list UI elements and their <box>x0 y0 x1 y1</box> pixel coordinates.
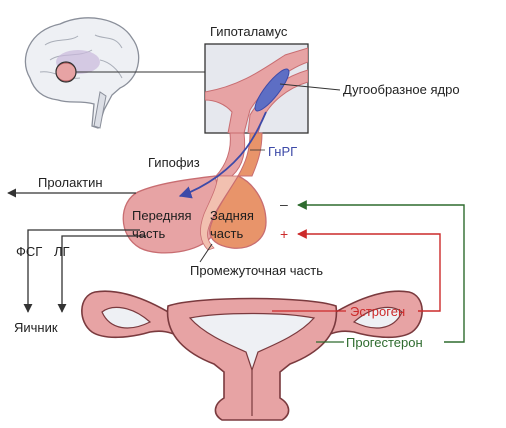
progesterone-label: Прогестерон <box>346 335 423 350</box>
estrogen-label: Эстроген <box>350 304 405 319</box>
progesterone-feedback-line <box>297 200 465 343</box>
posterior-label-line2: часть <box>210 226 243 241</box>
fsh-label: ФСГ <box>16 244 42 259</box>
posterior-label-line1: Задняя <box>210 208 254 223</box>
lh-arrow <box>57 235 146 313</box>
brain-icon <box>24 17 140 129</box>
minus-sign: – <box>280 196 288 212</box>
gnrh-label: ГнРГ <box>268 144 297 159</box>
hypothalamus-box <box>204 43 309 134</box>
hypothalamus-label: Гипоталамус <box>210 24 288 39</box>
uterus-illustration <box>81 290 423 421</box>
arcuate-nucleus-pointer <box>279 83 341 91</box>
arcuate-nucleus-shape <box>254 68 290 112</box>
lh-label: ЛГ <box>54 244 70 259</box>
anterior-label-line1: Передняя <box>132 208 192 223</box>
intermediate-label: Промежуточная часть <box>190 263 323 278</box>
anterior-label-line2: часть <box>132 226 165 241</box>
plus-sign: + <box>280 226 288 242</box>
arcuate-nucleus-label: Дугообразное ядро <box>343 82 460 97</box>
posterior-lobe <box>209 175 267 249</box>
intermediate-pointer <box>199 243 213 263</box>
intermediate-part <box>200 175 239 251</box>
prolactin-label: Пролактин <box>38 175 103 190</box>
fsh-arrow <box>23 229 140 313</box>
ovary-label: Яичник <box>14 320 58 335</box>
pituitary-gland <box>122 132 267 254</box>
estrogen-feedback-line <box>297 229 441 312</box>
pituitary-label: Гипофиз <box>148 155 200 170</box>
gnrh-arrow <box>178 111 267 199</box>
